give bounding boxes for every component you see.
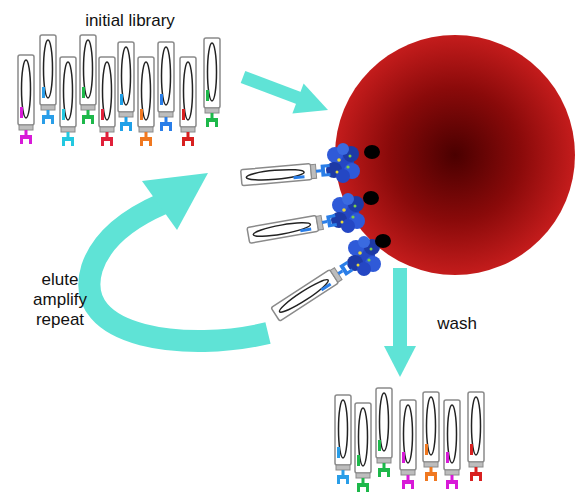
phage — [376, 388, 392, 477]
target-protein — [326, 143, 360, 183]
target-bead — [335, 35, 575, 275]
bound-phages — [241, 143, 391, 321]
phage-library — [18, 35, 220, 146]
phage — [241, 162, 331, 186]
washed-phages — [335, 388, 484, 492]
phage — [18, 55, 34, 144]
phage — [60, 57, 76, 146]
step-label: initial library — [55, 11, 205, 31]
phage — [180, 57, 196, 146]
step-label: wash — [425, 314, 489, 334]
arrow-shaft — [243, 77, 300, 99]
arrow-head — [142, 173, 208, 230]
phage — [400, 400, 416, 489]
anchor-dot — [364, 145, 380, 159]
anchor-dot — [375, 234, 391, 248]
target-protein — [331, 193, 365, 233]
phage — [204, 38, 220, 127]
phage — [444, 400, 460, 489]
phage — [158, 42, 174, 131]
phage — [99, 57, 115, 146]
arrow-head — [292, 84, 328, 114]
phage — [118, 42, 134, 131]
arrow-shaft — [393, 268, 407, 347]
phage — [138, 57, 154, 146]
phage — [423, 392, 439, 481]
anchor-dot — [363, 191, 379, 205]
phage — [355, 403, 371, 492]
phage — [247, 212, 337, 243]
step-label: elute amplify repeat — [20, 270, 100, 330]
phage — [40, 35, 56, 124]
arrow-head — [384, 346, 416, 377]
phage — [80, 35, 96, 124]
flow-arrows — [89, 77, 416, 377]
phage — [271, 259, 354, 321]
phage — [335, 395, 351, 484]
phage — [468, 392, 484, 481]
